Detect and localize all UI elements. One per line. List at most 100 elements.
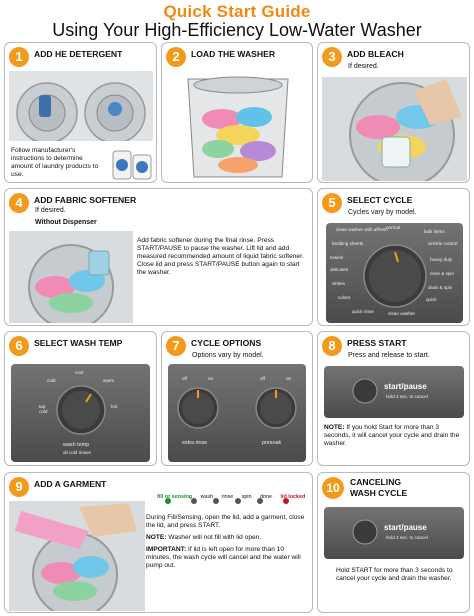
step-3-sub: If desired.	[348, 63, 379, 70]
cycle-label-clean-washer-affresh: clean washer with affresh	[336, 227, 388, 232]
status-wash: wash	[200, 494, 214, 500]
status-lid-locked: lid locked	[280, 494, 306, 500]
step-3-title: ADD BLEACH	[347, 49, 404, 59]
temp-label-cool: cool	[75, 370, 84, 375]
step-7-number: 7	[166, 336, 186, 356]
add-garment-illustration	[9, 501, 145, 611]
detergent-dispenser-illustration	[9, 71, 153, 141]
cycle-control-panel: clean washer with affresh normal bulk it…	[326, 223, 463, 323]
step-9-note-text: Washer will not fill with lid open.	[166, 534, 262, 541]
presoak-label: presoak	[262, 440, 282, 446]
start-pause-button-knob[interactable]	[352, 378, 378, 404]
cycle-label-wrinkle-control: wrinkle control	[428, 241, 458, 246]
temp-label-warm: warm	[103, 378, 115, 383]
cycle-label-towels: towels	[330, 255, 344, 260]
extra-rinse-on-label: on	[208, 376, 214, 381]
step-2-number: 2	[166, 47, 186, 67]
step-8-note: NOTE: If you hold Start for more than 3 …	[324, 424, 466, 448]
step-2-title: LOAD THE WASHER	[191, 49, 276, 59]
step-10-title2: WASH CYCLE	[350, 488, 408, 498]
bleach-pouring-illustration	[322, 77, 467, 181]
wash-temp-dial[interactable]	[55, 384, 107, 436]
step-6-panel: 6 SELECT WASH TEMP cold cool warm tap co…	[4, 331, 157, 466]
step-1-title: ADD HE DETERGENT	[34, 49, 123, 59]
cycle-label-rinse-spin: rinse & spin	[430, 271, 455, 276]
cycle-label-whites: whites	[332, 281, 346, 286]
step-6-title: SELECT WASH TEMP	[34, 338, 123, 348]
step-8-sub: Press and release to start.	[348, 352, 430, 359]
step-4-sub: If desired.	[35, 207, 66, 214]
cycle-label-bedding-sheets: bedding sheets	[332, 241, 364, 246]
cycle-label-heavy-duty: heavy duty	[430, 257, 453, 262]
cycle-label-bulk-items: bulk items	[424, 229, 445, 234]
status-done: done	[260, 494, 273, 500]
step-2-panel: 2 LOAD THE WASHER	[161, 42, 313, 183]
step-7-panel: 7 CYCLE OPTIONS Options vary by model. o…	[161, 331, 313, 466]
step-9-text: During Fill/Sensing, open the lid, add a…	[146, 514, 305, 529]
step-5-sub: Cycles vary by model.	[348, 209, 417, 216]
step-4-panel: 4 ADD FABRIC SOFTENER If desired. Withou…	[4, 188, 313, 326]
step-10-text: Hold START for more than 3 seconds to ca…	[336, 567, 453, 582]
temp-label-cold: cold	[47, 378, 56, 383]
step-10-title: CANCELING	[350, 477, 402, 487]
cycle-label-delicates: delicates	[330, 267, 349, 272]
step-6-number: 6	[9, 336, 29, 356]
step-9-note: NOTE: Washer will not fill with lid open…	[146, 534, 309, 542]
status-spin: spin	[241, 494, 252, 500]
step-3-panel: 3 ADD BLEACH If desired.	[317, 42, 470, 183]
step-4-number: 4	[9, 193, 29, 213]
cycle-label-colors: colors	[338, 295, 351, 300]
presoak-off-label: off	[260, 376, 266, 381]
cycle-label-clean-washer: clean washer	[388, 311, 416, 316]
cycle-selector-dial[interactable]	[362, 243, 428, 309]
step-9-title: ADD A GARMENT	[34, 479, 107, 489]
step-10-number: 10	[322, 477, 344, 499]
status-fill-sensing: fill or sensing	[157, 494, 193, 500]
detergent-bottles-illustration	[112, 150, 152, 180]
step-8-panel: 8 PRESS START Press and release to start…	[317, 331, 470, 466]
presoak-on-label: on	[286, 376, 292, 381]
temp-label-hot: hot	[111, 404, 118, 409]
step-4-sub2: Without Dispenser	[35, 219, 97, 226]
extra-rinse-label: extra rinse	[182, 440, 208, 446]
step-8-note-text: If you hold Start for more than 3 second…	[324, 424, 460, 447]
cancel-button-panel: start/pause hold 3 sec. to cancel	[324, 507, 464, 559]
guide-subtitle: Using Your High-Efficiency Low-Water Was…	[52, 20, 422, 40]
step-9-number: 9	[9, 477, 29, 497]
presoak-dial[interactable]	[254, 386, 298, 430]
extra-rinse-off-label: off	[182, 376, 188, 381]
temp-label-tap-cold: tap cold	[39, 404, 48, 414]
fabric-softener-illustration	[9, 231, 133, 323]
wash-temp-control-panel: cold cool warm tap cold hot wash temp al…	[11, 364, 150, 462]
step-7-sub: Options vary by model.	[192, 352, 264, 359]
step-8-note-label: NOTE:	[324, 424, 345, 431]
step-4-text: Add fabric softener during the final rin…	[137, 237, 304, 276]
step-5-number: 5	[322, 193, 342, 213]
start-pause-button-sub: hold 3 sec. to cancel	[386, 394, 428, 399]
loaded-washer-illustration	[187, 76, 289, 178]
step-5-panel: 5 SELECT CYCLE Cycles vary by model. cle…	[317, 188, 470, 326]
step-1-panel: 1 ADD HE DETERGENT Follow manufacturer's…	[4, 42, 157, 183]
cancel-start-pause-sub: hold 3 sec. to cancel	[386, 535, 428, 540]
cancel-start-pause-label: start/pause	[384, 523, 427, 532]
start-pause-button-label: start/pause	[384, 382, 427, 391]
wash-temp-dial-name: wash temp	[63, 442, 90, 448]
step-9-important: IMPORTANT: If lid is left open for more …	[146, 546, 309, 570]
step-9-note-label: NOTE:	[146, 534, 167, 541]
step-10-panel: 10 CANCELING WASH CYCLE start/pause hold…	[317, 472, 470, 613]
cycle-label-drain-spin: drain & spin	[428, 285, 453, 290]
step-4-title: ADD FABRIC SOFTENER	[34, 195, 137, 205]
cycle-label-quick: quick	[426, 297, 437, 302]
cycle-label-normal: normal	[386, 225, 401, 230]
guide-title: Quick Start Guide	[163, 2, 311, 21]
extra-rinse-dial[interactable]	[176, 386, 220, 430]
step-9-important-label: IMPORTANT:	[146, 546, 187, 553]
status-indicator-bar: fill or sensing wash rinse spin done lid…	[157, 485, 327, 503]
cycle-label-quick-rinse: quick rinse	[352, 309, 374, 314]
start-button-panel: start/pause hold 3 sec. to cancel	[324, 366, 464, 418]
step-1-text: Follow manufacturer's instructions to de…	[11, 147, 99, 178]
cycle-options-control-panel: off on off on extra rinse presoak	[168, 364, 306, 462]
cancel-start-pause-knob[interactable]	[352, 519, 378, 545]
step-1-number: 1	[9, 47, 29, 67]
